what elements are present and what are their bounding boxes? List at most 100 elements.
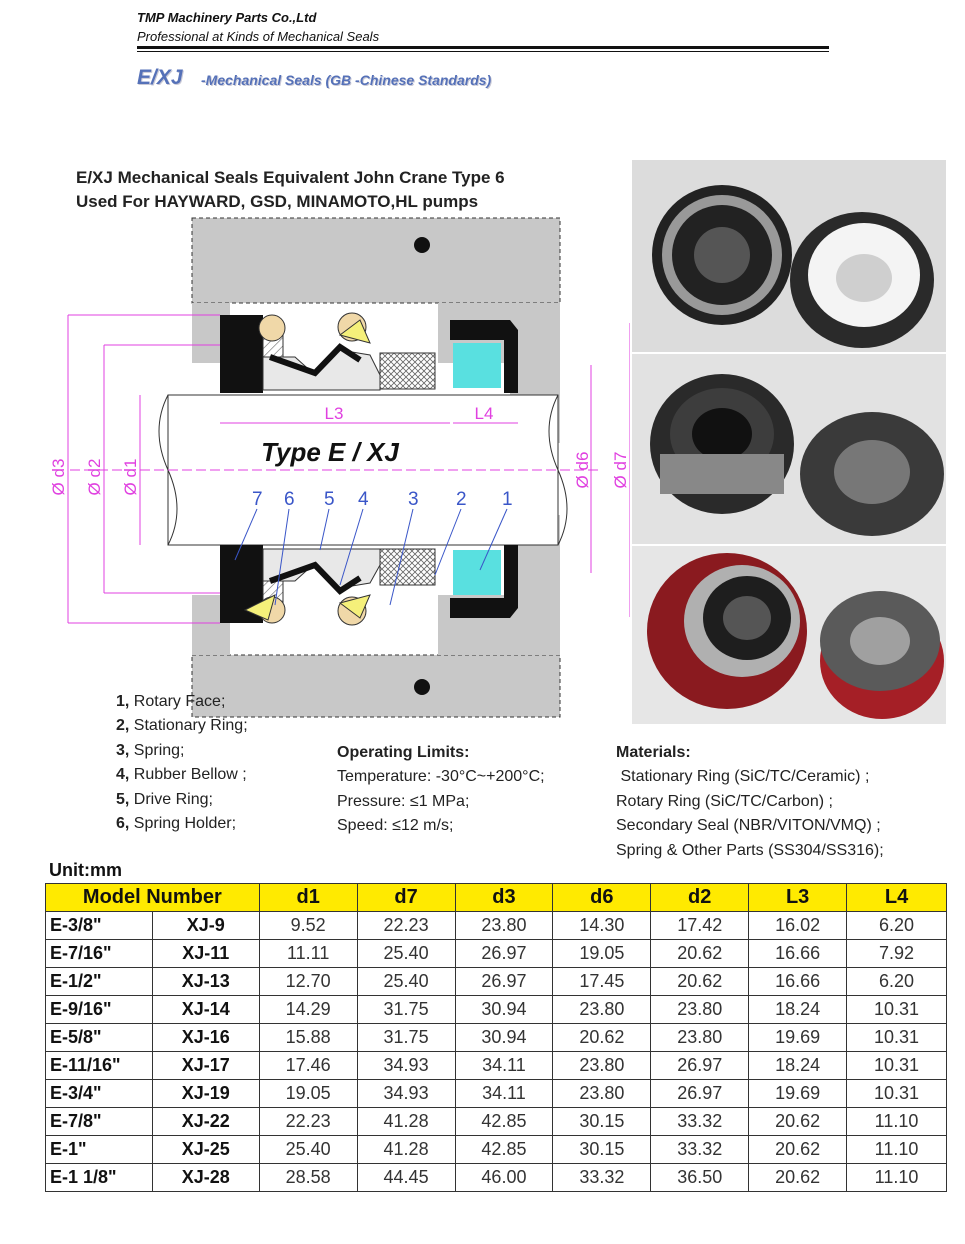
part-item: 6, Spring Holder; (116, 815, 237, 833)
cell-xj-model: XJ-16 (151, 1023, 260, 1052)
header-d6: d6 (552, 883, 652, 912)
cell-value: 11.10 (846, 1107, 947, 1136)
cell-value: 42.85 (454, 1135, 554, 1164)
cell-value: 20.62 (650, 939, 750, 968)
seal-assembly-bottom (220, 545, 518, 626)
cell-value: 17.45 (552, 967, 652, 996)
material-line: Secondary Seal (NBR/VITON/VMQ) ; (616, 817, 881, 835)
series-code: E/XJ (137, 66, 183, 89)
callout-7: 7 (252, 489, 263, 510)
cell-value: 30.94 (454, 995, 554, 1024)
cell-e-model: E-5/8" (45, 1023, 153, 1052)
cell-e-model: E-1 1/8" (45, 1163, 153, 1192)
material-line: Rotary Ring (SiC/TC/Carbon) ; (616, 792, 833, 810)
cell-e-model: E-7/8" (45, 1107, 153, 1136)
cell-value: 9.52 (258, 911, 358, 940)
cell-value: 23.80 (650, 1023, 750, 1052)
part-item: 2, Stationary Ring; (116, 717, 248, 735)
cell-value: 26.97 (454, 939, 554, 968)
cell-value: 20.62 (748, 1163, 848, 1192)
cell-value: 42.85 (454, 1107, 554, 1136)
material-line: Stationary Ring (SiC/TC/Ceramic) ; (616, 768, 870, 786)
cell-value: 10.31 (846, 1051, 947, 1080)
dim-d7-label: Ø d7 (611, 452, 630, 489)
limit-line: Pressure: ≤1 MPa; (337, 792, 470, 810)
operating-limits-title: Operating Limits: (337, 744, 470, 761)
cell-value: 17.42 (650, 911, 750, 940)
header-l4: L4 (846, 883, 947, 912)
cell-value: 30.94 (454, 1023, 554, 1052)
cell-value: 23.80 (552, 1079, 652, 1108)
cell-value: 14.29 (258, 995, 358, 1024)
cell-xj-model: XJ-25 (151, 1135, 260, 1164)
callout-leaders (234, 508, 508, 606)
cell-value: 16.02 (748, 911, 848, 940)
cell-value: 20.62 (650, 967, 750, 996)
cell-xj-model: XJ-11 (151, 939, 260, 968)
cell-e-model: E-1" (45, 1135, 153, 1164)
callout-4: 4 (358, 489, 369, 510)
cell-value: 7.92 (846, 939, 947, 968)
cell-value: 22.23 (356, 911, 456, 940)
cell-value: 20.62 (748, 1107, 848, 1136)
cell-value: 26.97 (650, 1079, 750, 1108)
cell-value: 26.97 (454, 967, 554, 996)
shaft (70, 394, 600, 546)
part-item: 3, Spring; (116, 741, 185, 759)
diagram-title: E/XJ Mechanical Seals Equivalent John Cr… (76, 166, 505, 214)
cell-value: 41.28 (356, 1135, 456, 1164)
table-unit: Unit:mm (49, 860, 122, 880)
part-item: 5, Drive Ring; (116, 790, 213, 808)
cell-value: 23.80 (552, 1051, 652, 1080)
cell-value: 41.28 (356, 1107, 456, 1136)
cell-value: 31.75 (356, 995, 456, 1024)
header-d3: d3 (454, 883, 554, 912)
cell-e-model: E-11/16" (45, 1051, 153, 1080)
product-photo-black-white (632, 160, 946, 352)
header-d1: d1 (258, 883, 358, 912)
dim-l4-label: L4 (475, 404, 494, 423)
company-tagline: Professional at Kinds of Mechanical Seal… (137, 29, 380, 44)
cell-value: 17.46 (258, 1051, 358, 1080)
cell-value: 44.45 (356, 1163, 456, 1192)
cell-value: 12.70 (258, 967, 358, 996)
cell-value: 34.11 (454, 1051, 554, 1080)
header-l3: L3 (748, 883, 848, 912)
cell-value: 34.11 (454, 1079, 554, 1108)
cell-value: 30.15 (552, 1135, 652, 1164)
cell-value: 10.31 (846, 995, 947, 1024)
cell-xj-model: XJ-22 (151, 1107, 260, 1136)
cell-e-model: E-3/8" (45, 911, 153, 940)
cell-value: 14.30 (552, 911, 652, 940)
dimension-lines (67, 314, 630, 624)
cell-xj-model: XJ-17 (151, 1051, 260, 1080)
callout-2: 2 (456, 489, 467, 510)
cell-value: 22.23 (258, 1107, 358, 1136)
cell-value: 34.93 (356, 1079, 456, 1108)
cell-value: 18.24 (748, 1051, 848, 1080)
cell-value: 23.80 (552, 995, 652, 1024)
cell-value: 25.40 (356, 967, 456, 996)
cell-value: 18.24 (748, 995, 848, 1024)
limit-line: Temperature: -30°C~+200°C; (337, 768, 545, 786)
dim-d3-label: Ø d3 (49, 459, 68, 496)
header-rule-thin (137, 51, 829, 52)
material-line: Spring & Other Parts (SS304/SS316); (616, 841, 884, 859)
cell-value: 20.62 (748, 1135, 848, 1164)
cell-value: 25.40 (258, 1135, 358, 1164)
table-header-row: Model Number d1 d7 d3 d6 d2 L3 L4 (45, 883, 947, 912)
cell-value: 19.05 (552, 939, 652, 968)
cell-e-model: E-3/4" (45, 1079, 153, 1108)
cell-value: 23.80 (650, 995, 750, 1024)
callout-1: 1 (502, 489, 513, 510)
header-d2: d2 (650, 883, 750, 912)
